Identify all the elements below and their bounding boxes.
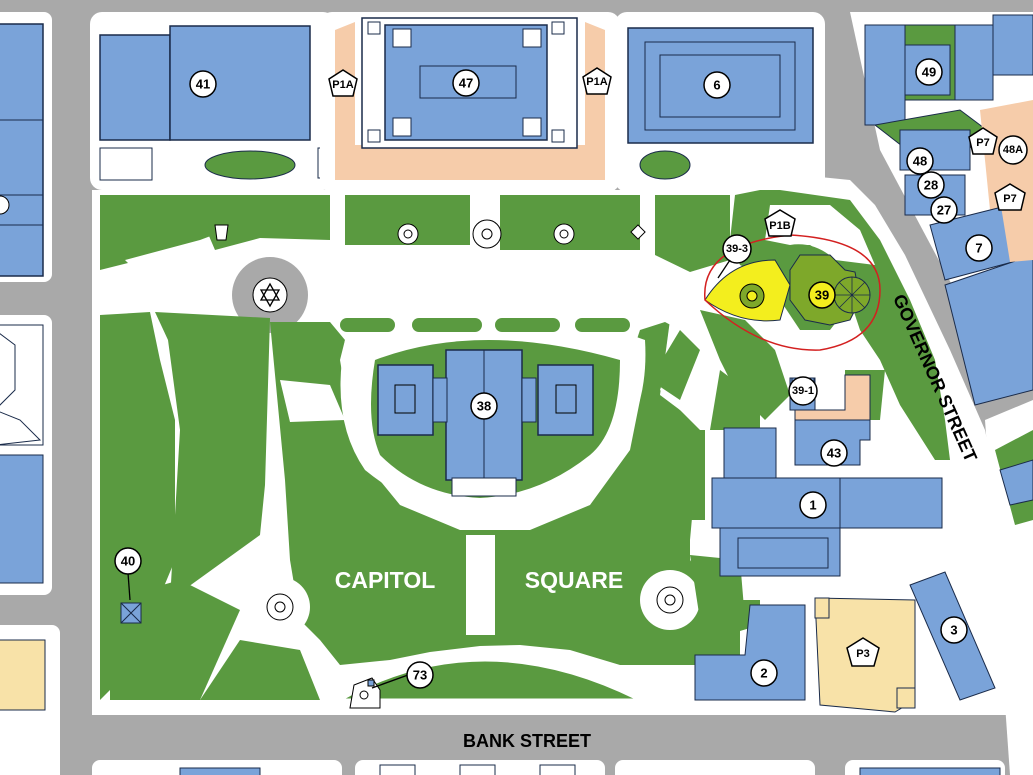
parking-p1a-left[interactable]: P1A <box>328 69 358 97</box>
capitol-square-block <box>92 175 1020 715</box>
pointer-39-3 <box>717 259 731 279</box>
svg-text:48: 48 <box>913 154 927 169</box>
badge-6[interactable]: 6 <box>703 71 731 99</box>
svg-text:39-3: 39-3 <box>726 243 748 255</box>
svg-text:49: 49 <box>922 65 936 80</box>
svg-text:7: 7 <box>975 241 982 256</box>
svg-text:39-1: 39-1 <box>792 385 814 397</box>
svg-text:6: 6 <box>713 78 720 93</box>
svg-text:39: 39 <box>815 288 829 303</box>
badge-48[interactable]: 48 <box>906 147 934 175</box>
svg-text:28: 28 <box>924 178 938 193</box>
parking-p7-right[interactable]: P7 <box>994 183 1026 211</box>
building-40 <box>120 572 142 624</box>
square-label: SQUARE <box>525 567 623 593</box>
svg-text:38: 38 <box>477 399 491 414</box>
badge-39-1[interactable]: 39-1 <box>788 376 818 406</box>
star-of-david-icon <box>259 282 281 308</box>
left-edge-blocks <box>0 12 60 775</box>
fountain-icon <box>214 219 646 249</box>
badge-48a[interactable]: 48A <box>998 135 1028 165</box>
svg-text:2: 2 <box>760 666 767 681</box>
building-38 <box>377 349 594 497</box>
capitol-label: CAPITOL <box>335 567 436 593</box>
svg-text:P1A: P1A <box>586 76 607 88</box>
badge-73[interactable]: 73 <box>406 661 434 689</box>
badge-28[interactable]: 28 <box>917 171 945 199</box>
building-1 <box>711 427 943 577</box>
svg-text:P7: P7 <box>1003 193 1016 205</box>
block-41 <box>90 12 335 190</box>
svg-text:48A: 48A <box>1003 144 1023 156</box>
parking-p1a-right[interactable]: P1A <box>582 67 612 95</box>
block-6 <box>615 12 825 192</box>
badge-47[interactable]: 47 <box>452 69 480 97</box>
bottom-blocks <box>92 760 1005 775</box>
badge-39[interactable]: 39 <box>808 281 836 309</box>
svg-text:27: 27 <box>937 203 951 218</box>
svg-text:P3: P3 <box>856 648 869 660</box>
svg-text:P7: P7 <box>976 137 989 149</box>
svg-text:40: 40 <box>121 554 135 569</box>
parking-p1b[interactable]: P1B <box>764 209 796 237</box>
badge-7[interactable]: 7 <box>965 234 993 262</box>
svg-text:47: 47 <box>459 76 473 91</box>
badge-38[interactable]: 38 <box>470 392 498 420</box>
badge-27[interactable]: 27 <box>930 196 958 224</box>
svg-text:73: 73 <box>413 668 427 683</box>
badge-3[interactable]: 3 <box>940 616 968 644</box>
badge-40[interactable]: 40 <box>114 547 142 575</box>
bank-street-label: BANK STREET <box>463 731 591 751</box>
badge-43[interactable]: 43 <box>820 439 848 467</box>
svg-text:P1B: P1B <box>769 220 790 232</box>
badge-1[interactable]: 1 <box>799 491 827 519</box>
monument-icon <box>349 674 409 709</box>
badge-2[interactable]: 2 <box>750 659 778 687</box>
parking-p3[interactable]: P3 <box>846 637 880 667</box>
building-2 <box>694 604 806 701</box>
svg-text:3: 3 <box>950 623 957 638</box>
svg-text:P1A: P1A <box>332 79 353 91</box>
svg-text:41: 41 <box>196 77 210 92</box>
parking-p7-top[interactable]: P7 <box>968 127 998 155</box>
badge-41[interactable]: 41 <box>189 70 217 98</box>
svg-text:43: 43 <box>827 446 841 461</box>
badge-49[interactable]: 49 <box>915 58 943 86</box>
block-47 <box>320 12 620 192</box>
svg-text:1: 1 <box>809 498 816 513</box>
badge-39-3[interactable]: 39-3 <box>722 234 752 264</box>
